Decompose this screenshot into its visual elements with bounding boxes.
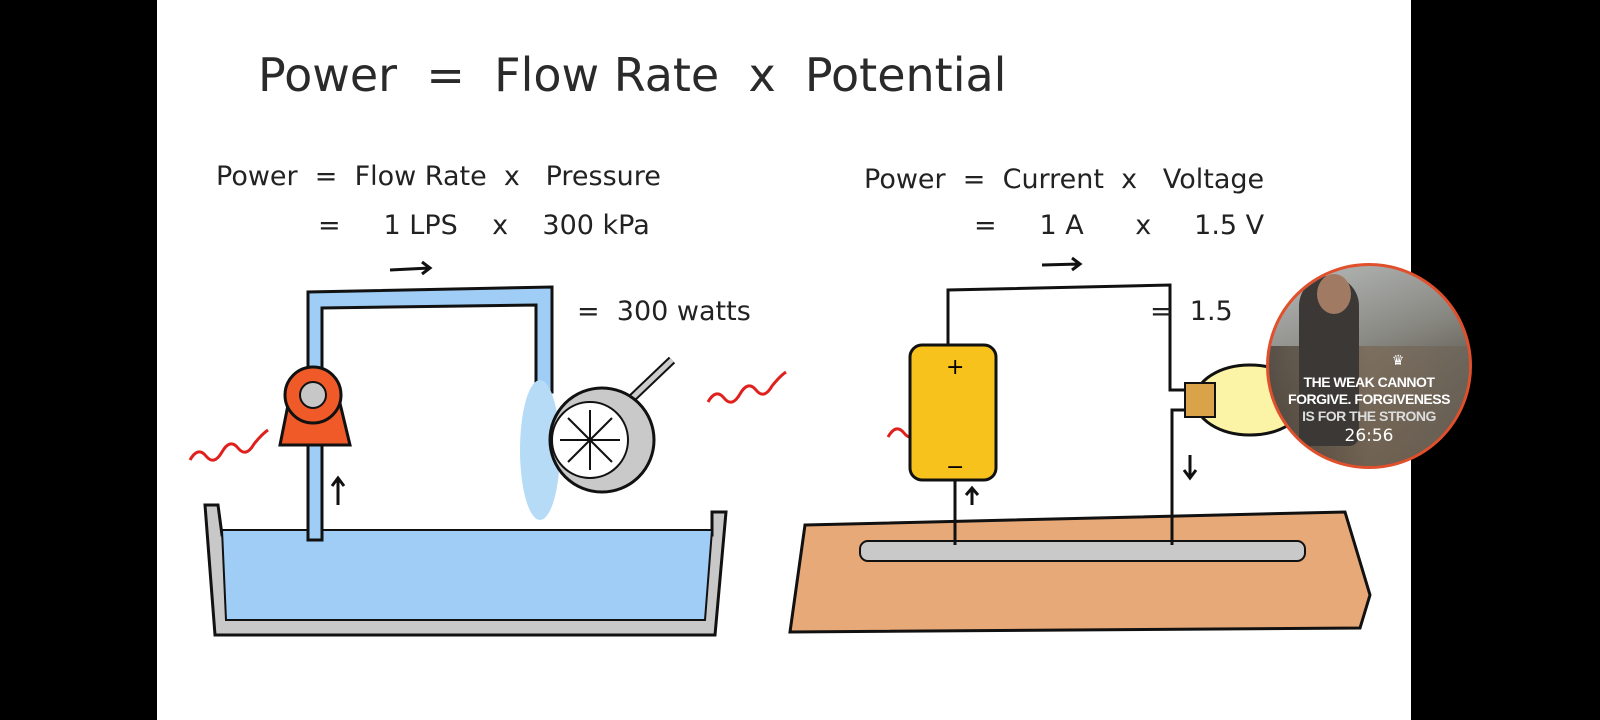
ground-rod — [859, 540, 1306, 562]
video-thumbnail-head — [1317, 274, 1351, 314]
wire — [946, 283, 1185, 545]
water-pipe — [306, 285, 554, 542]
flow-arrows — [330, 256, 1198, 505]
turbine-icon — [548, 356, 676, 494]
battery-minus: − — [946, 455, 964, 480]
electric-result: = 1.5 — [1150, 296, 1233, 327]
battery-plus: + — [946, 355, 964, 380]
electric-equation-line2: = 1 A x 1.5 V — [974, 210, 1265, 241]
quote-line-1: THE WEAK CANNOT — [1303, 374, 1435, 390]
water-result: = 300 watts — [577, 296, 751, 327]
floating-video-bubble[interactable]: ♛ THE WEAK CANNOT FORGIVE. FORGIVENESS I… — [1266, 263, 1472, 469]
slide-title: Power = Flow Rate x Potential — [258, 48, 1007, 102]
ground — [788, 510, 1372, 634]
water-tank — [203, 503, 728, 637]
water-spray — [520, 380, 560, 520]
pump-icon — [278, 365, 352, 447]
water-equation-line1: Power = Flow Rate x Pressure — [216, 161, 661, 192]
channel-logo-icon: ♛ — [1391, 353, 1405, 369]
video-duration: 26:56 — [1344, 426, 1394, 446]
electric-equation-line1: Power = Current x Voltage — [864, 164, 1265, 195]
battery-icon — [908, 343, 998, 482]
quote-line-2: FORGIVE. FORGIVENESS — [1288, 391, 1450, 407]
quote-line-3: IS FOR THE STRONG — [1302, 408, 1436, 424]
water-equation-line2: = 1 LPS x 300 kPa — [318, 210, 650, 241]
